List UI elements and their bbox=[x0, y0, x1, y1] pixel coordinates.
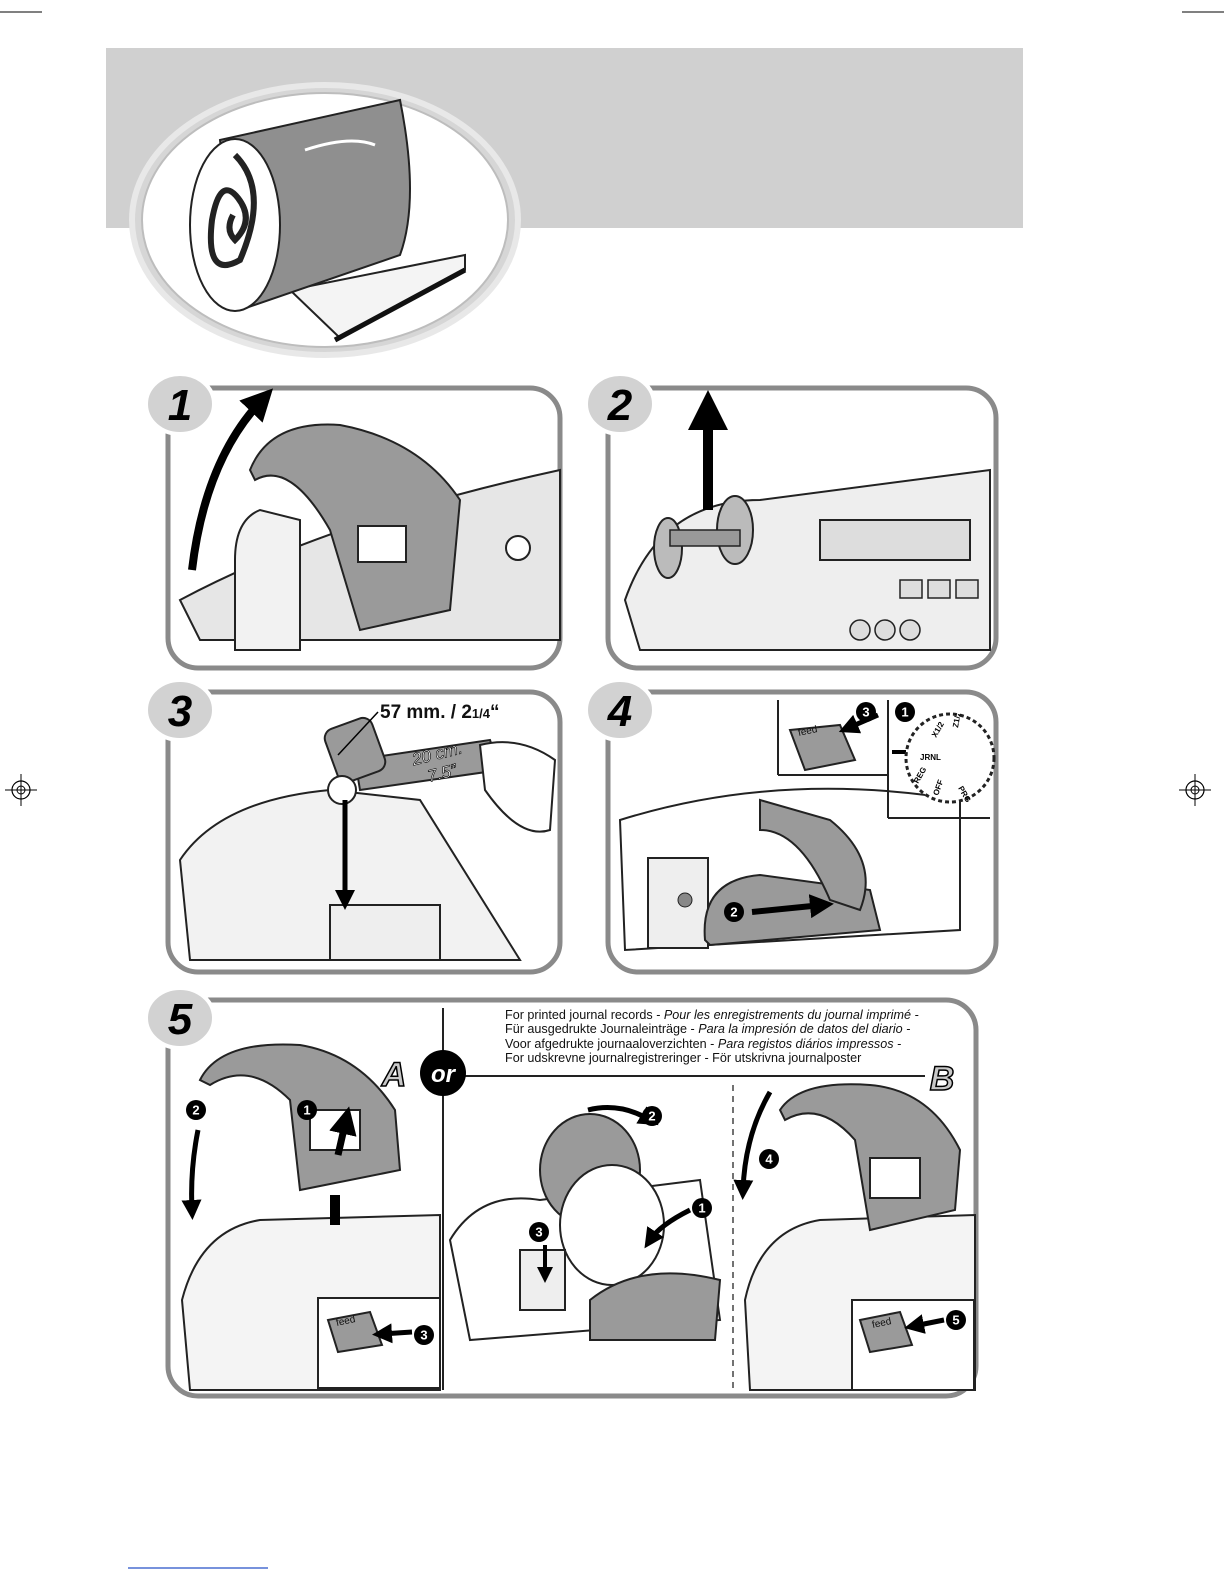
step-badge-5: 5 bbox=[144, 986, 216, 1050]
dial-jrnl-label: JRNL bbox=[920, 753, 941, 762]
callout-1-step5a: 1 bbox=[297, 1100, 317, 1120]
callout-3-step5mid: 3 bbox=[529, 1222, 549, 1242]
option-b-label: B bbox=[929, 1059, 955, 1098]
step-badge-1: 1 bbox=[144, 372, 216, 436]
option-a-label: A bbox=[380, 1055, 407, 1094]
callout-3-step4-number: 3 bbox=[862, 705, 869, 720]
journal-note-line-2: Für ausgedrukte Journaleinträge - Para l… bbox=[505, 1022, 911, 1037]
option-or-text: or bbox=[431, 1061, 457, 1088]
callout-1-step5a-number: 1 bbox=[303, 1103, 310, 1118]
callout-2-step5mid-number: 2 bbox=[648, 1109, 655, 1124]
callout-2-step4-number: 2 bbox=[730, 905, 737, 920]
step-badge-2: 2 bbox=[584, 372, 656, 436]
callout-3-step5a: 3 bbox=[414, 1325, 434, 1345]
option-a-text: A bbox=[381, 1056, 407, 1094]
callout-3-step5mid-number: 3 bbox=[535, 1225, 542, 1240]
journal-note-line-4: For udskrevne journalregistreringer - Fö… bbox=[505, 1051, 862, 1066]
callout-2-step5a-number: 2 bbox=[192, 1103, 199, 1118]
callout-3-step4: 3 bbox=[856, 702, 876, 722]
paper-length-label: 20 cm. 7.5” bbox=[409, 738, 465, 786]
dial-reg-label: REG bbox=[912, 765, 928, 785]
journal-note-line-1: For printed journal records - Pour les e… bbox=[505, 1008, 919, 1022]
dial-x-label: X1/2 bbox=[930, 720, 946, 739]
step-5-panel bbox=[165, 997, 979, 1399]
step-1-number: 1 bbox=[168, 381, 192, 430]
callout-2-step5a: 2 bbox=[186, 1100, 206, 1120]
callout-5-step5b-number: 5 bbox=[952, 1313, 959, 1328]
crosshair-icon-right bbox=[1179, 774, 1211, 806]
callout-1-step5mid-number: 1 bbox=[698, 1201, 705, 1216]
callout-1-step4: 1 bbox=[895, 702, 915, 722]
step-4-number: 4 bbox=[607, 687, 632, 736]
step-2-number: 2 bbox=[607, 381, 633, 430]
step-2-panel bbox=[605, 385, 999, 671]
option-b-text: B bbox=[930, 1060, 955, 1098]
callout-2-step4: 2 bbox=[724, 902, 744, 922]
crosshair-icon-left bbox=[5, 774, 37, 806]
callout-4-step5b-number: 4 bbox=[765, 1152, 773, 1167]
paper-width-quote: “ bbox=[489, 702, 500, 723]
callout-1-step5mid: 1 bbox=[692, 1198, 712, 1218]
dial-prg-label: PRG bbox=[956, 785, 972, 803]
callout-2-step5mid: 2 bbox=[642, 1106, 662, 1126]
callout-1-step4-number: 1 bbox=[901, 705, 908, 720]
step-3-panel bbox=[165, 689, 563, 975]
callout-3-step5a-number: 3 bbox=[420, 1328, 427, 1343]
callout-4-step5b: 4 bbox=[759, 1149, 779, 1169]
journal-note-line-3: Voor afgedrukte journaaloverzichten - Pa… bbox=[505, 1036, 902, 1051]
step-badge-4: 4 bbox=[584, 678, 656, 742]
mode-dial-labels: X1/2 Z1/2 JRNL REG OFF PRG bbox=[912, 714, 973, 803]
paper-roll-illustration bbox=[129, 82, 521, 358]
paper-width-value: 57 mm. / 2 bbox=[380, 702, 472, 723]
journal-note: For printed journal records - Pour les e… bbox=[505, 1008, 919, 1068]
callout-5-step5b: 5 bbox=[946, 1310, 966, 1330]
step-badge-3: 3 bbox=[144, 678, 216, 742]
step-4-panel bbox=[605, 689, 999, 975]
option-or-badge: or bbox=[420, 1050, 466, 1096]
step-3-number: 3 bbox=[168, 687, 192, 736]
step-1-panel bbox=[165, 385, 563, 671]
dial-off-label: OFF bbox=[931, 778, 945, 796]
dial-z-label: Z1/2 bbox=[951, 714, 963, 728]
paper-width-fraction: 1/4 bbox=[471, 706, 490, 721]
paper-width-label: 57 mm. / 21/4“ bbox=[380, 702, 499, 724]
step-5-number: 5 bbox=[168, 995, 193, 1044]
